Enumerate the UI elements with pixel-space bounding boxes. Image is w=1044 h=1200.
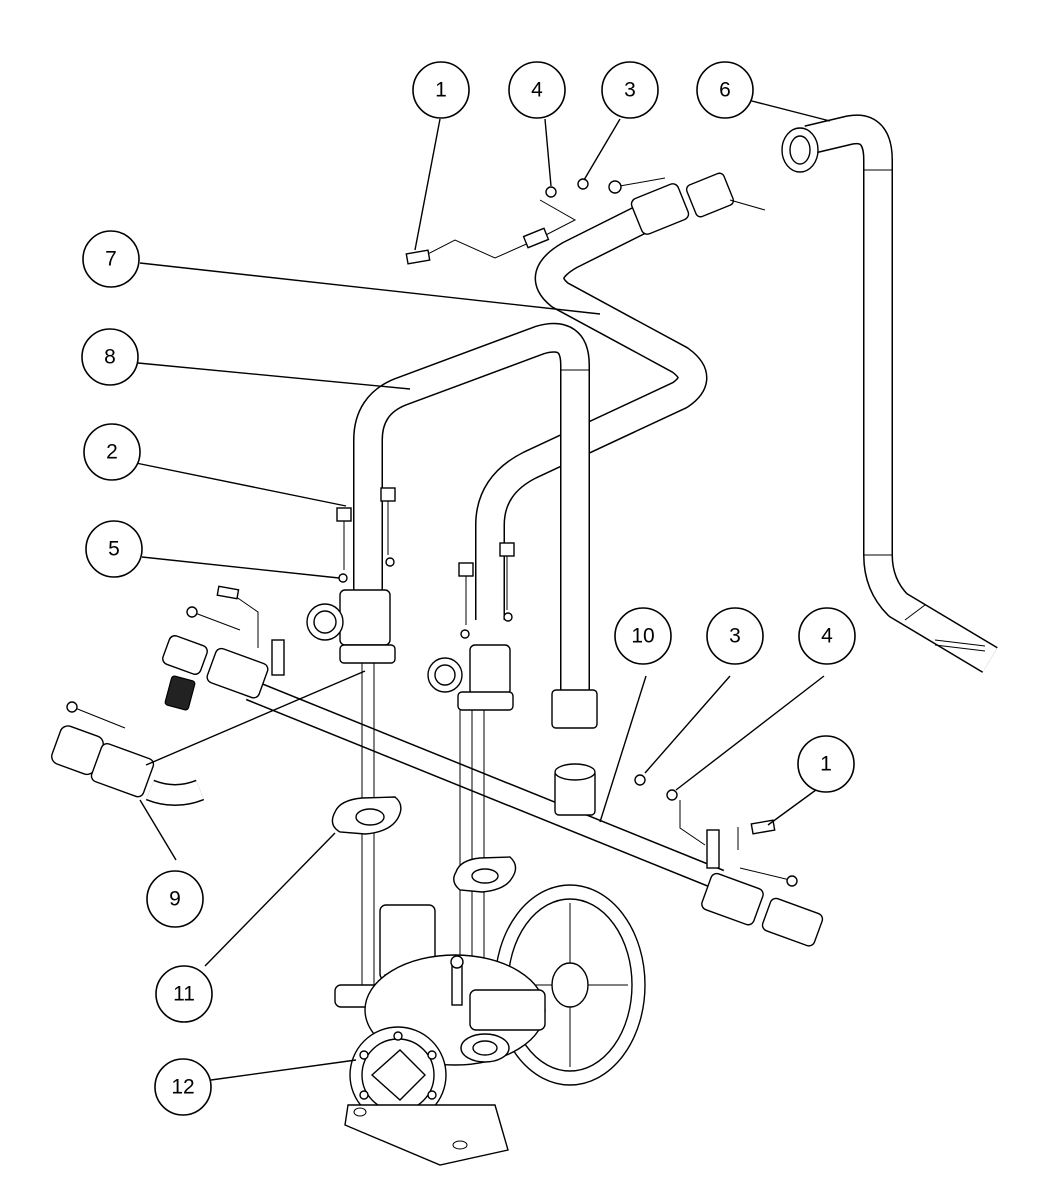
callout-balloon-12: 12 — [154, 1058, 212, 1116]
callout-balloon-4-right: 4 — [798, 607, 856, 665]
balloon-label: 9 — [169, 888, 181, 911]
manifold-tee-fittings — [306, 589, 514, 711]
callout-balloon-3-top: 3 — [601, 61, 659, 119]
callout-balloon-1-top: 1 — [412, 61, 470, 119]
gasket-lower — [453, 856, 517, 893]
balloon-label: 7 — [105, 248, 117, 271]
balloon-label: 4 — [531, 79, 543, 102]
callout-balloon-5: 5 — [85, 520, 143, 578]
balloon-label: 3 — [624, 79, 636, 102]
callout-balloon-10: 10 — [614, 607, 672, 665]
callout-balloon-3-right: 3 — [706, 607, 764, 665]
left-ball-valve-assembly — [162, 606, 269, 711]
balloon-label: 2 — [106, 441, 118, 464]
callout-balloon-9: 9 — [146, 870, 204, 928]
callout-balloon-11: 11 — [155, 965, 213, 1023]
pipe-7-upper-return — [475, 196, 708, 620]
balloon-label: 3 — [729, 625, 741, 648]
balloon-label: 5 — [108, 538, 120, 561]
pump-12 — [334, 884, 646, 1166]
pipe-10-lower-manifold — [245, 679, 725, 891]
top-ball-valve — [608, 172, 766, 235]
callout-balloon-2: 2 — [83, 423, 141, 481]
balloon-label: 8 — [104, 346, 116, 369]
balloon-label: 12 — [171, 1076, 194, 1099]
gasket-11 — [331, 796, 402, 835]
callout-balloon-1-right: 1 — [797, 735, 855, 793]
callout-balloon-7: 7 — [82, 230, 140, 288]
balloon-label: 4 — [821, 625, 833, 648]
pipe-6-suction-hose — [804, 114, 998, 673]
hose-end-fittings — [551, 127, 819, 816]
callout-balloon-4-top: 4 — [508, 61, 566, 119]
right-ball-valve — [701, 867, 824, 947]
callout-balloon-6: 6 — [696, 61, 754, 119]
callout-balloon-8: 8 — [81, 328, 139, 386]
ball-valve-9 — [51, 701, 205, 806]
balloon-label: 11 — [173, 983, 195, 1006]
balloon-label: 1 — [435, 79, 447, 102]
balloon-label: 6 — [719, 79, 731, 102]
brackets — [231, 199, 739, 869]
balloon-label: 1 — [820, 753, 832, 776]
bolts-and-nuts — [216, 178, 776, 835]
pipe-8-left-riser — [353, 322, 590, 690]
leader-lines — [130, 99, 831, 1081]
balloon-label: 10 — [631, 625, 654, 648]
